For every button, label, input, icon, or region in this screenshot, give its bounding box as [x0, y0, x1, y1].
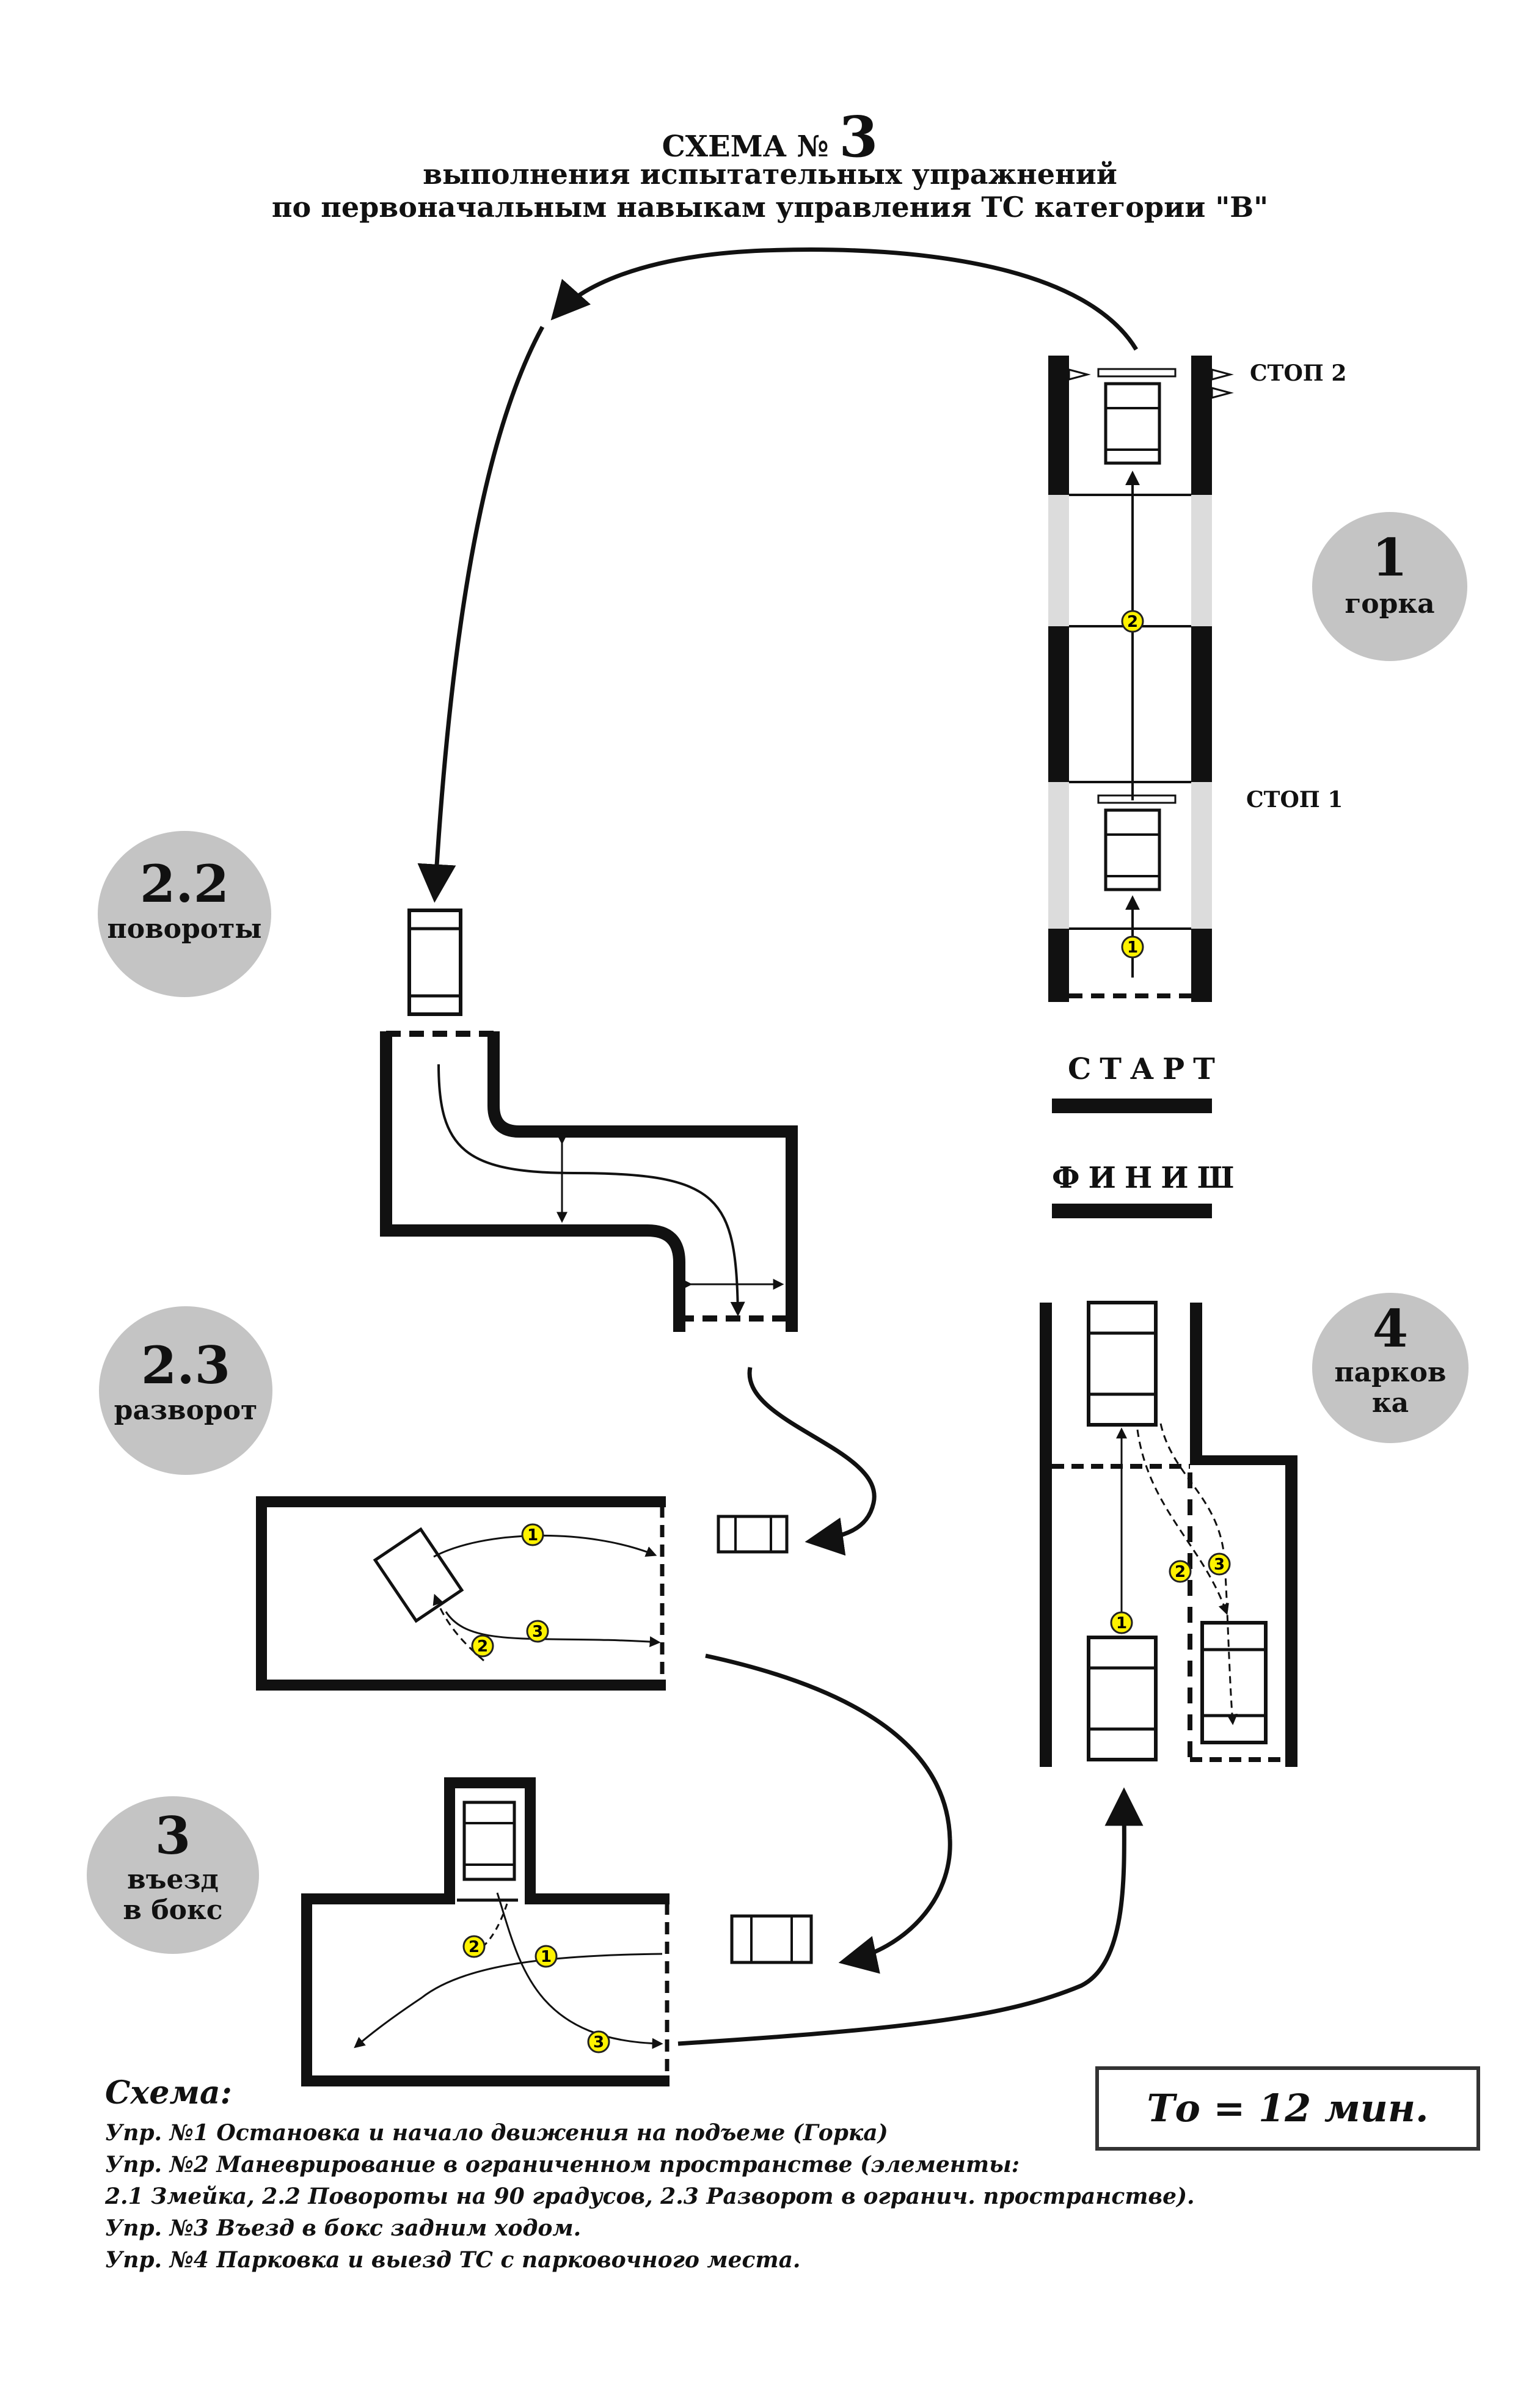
- badge-label: горка: [1345, 588, 1435, 620]
- waypoint-label: 1: [1116, 1614, 1127, 1633]
- turns-track: [380, 909, 798, 1332]
- finish-line: [1052, 1204, 1212, 1218]
- scheme-title-prefix: СХЕМА №: [662, 130, 829, 164]
- waypoint-marker: [1121, 935, 1144, 959]
- route-arrow: [677, 1787, 1144, 2046]
- badge-label: въезд: [127, 1864, 219, 1895]
- uturn-track: [256, 1496, 789, 1691]
- start-line: [1052, 1099, 1212, 1113]
- waypoint-marker: [462, 1935, 486, 1958]
- exercise-badge-1: 1 горка: [1312, 512, 1467, 661]
- waypoint-marker: [1169, 1560, 1192, 1583]
- badge-label: разворот: [114, 1395, 258, 1426]
- route-arrow: [705, 1653, 952, 1974]
- legend-item: Упр. №1 Остановка и начало движения на п…: [105, 2120, 888, 2146]
- waypoint-label: 3: [532, 1623, 543, 1641]
- waypoint-markers: 2 1 1 2 3 1 2 3 1 2 3: [462, 610, 1231, 2053]
- waypoint-label: 2: [469, 1938, 480, 1956]
- waypoint-marker: [1121, 610, 1144, 633]
- legend-item: 2.1 Змейка, 2.2 Повороты на 90 градусов,…: [105, 2184, 1195, 2209]
- parking-track: [1040, 1301, 1297, 1767]
- waypoint-marker: [1110, 1611, 1133, 1634]
- waypoint-marker: [526, 1620, 549, 1643]
- waypoint-label: 3: [1214, 1556, 1225, 1574]
- waypoint-label: 1: [527, 1526, 538, 1545]
- badge-label: повороты: [107, 913, 262, 945]
- waypoint-marker: [1208, 1552, 1231, 1576]
- exercise-badge-2-3: 2.3 разворот: [99, 1306, 272, 1475]
- badge-number: 2.3: [140, 1335, 231, 1395]
- route-arrow: [550, 247, 1138, 351]
- scheme-title: СХЕМА № 3: [0, 104, 1540, 170]
- waypoint-label: 3: [593, 2033, 604, 2052]
- exercise-badge-4: 4 парков ка: [1312, 1293, 1469, 1443]
- time-limit-box: Tо = 12 мин.: [1095, 2066, 1480, 2151]
- scheme-subtitle-line2: по первоначальным навыкам управления ТС …: [271, 191, 1269, 224]
- badge-number: 3: [155, 1805, 191, 1866]
- finish-label: ФИНИШ: [1052, 1161, 1243, 1195]
- legend-item: Упр. №3 Въезд в бокс задним ходом.: [105, 2215, 582, 2241]
- box-track: [301, 1777, 813, 2086]
- waypoint-label: 2: [477, 1637, 488, 1656]
- badge-label: в бокс: [123, 1895, 223, 1926]
- waypoint-marker: [521, 1523, 544, 1546]
- hill-track: [1048, 356, 1234, 1002]
- badge-label: парков: [1334, 1357, 1447, 1388]
- waypoint-marker: [535, 1945, 558, 1968]
- waypoint-label: 1: [541, 1948, 552, 1966]
- badge-number: 1: [1371, 527, 1408, 588]
- badge-number: 4: [1372, 1298, 1409, 1359]
- legend-heading: Схема:: [105, 2074, 232, 2112]
- waypoint-label: 1: [1127, 938, 1138, 957]
- route-arrow: [417, 326, 545, 903]
- start-label: СТАРТ: [1068, 1052, 1224, 1086]
- legend-item: Упр. №2 Маневрирование в ограниченном пр…: [105, 2152, 1020, 2177]
- stop2-label: СТОП 2: [1250, 360, 1347, 386]
- waypoint-label: 2: [1127, 613, 1138, 631]
- stop1-label: СТОП 1: [1246, 787, 1343, 813]
- scheme-subtitle-line1: выполнения испытательных упражнений: [423, 158, 1117, 191]
- legend-item: Упр. №4 Парковка и выезд ТС с парковочно…: [105, 2247, 801, 2273]
- exercise-badge-2-2: 2.2 повороты: [98, 831, 271, 997]
- badge-label: ка: [1371, 1388, 1409, 1419]
- exercise-badge-3: 3 въезд в бокс: [87, 1796, 259, 1954]
- badge-number: 2.2: [139, 854, 230, 914]
- waypoint-marker: [587, 2030, 610, 2053]
- waypoint-label: 2: [1175, 1563, 1186, 1581]
- scheme-title-number: 3: [839, 104, 878, 170]
- waypoint-marker: [471, 1634, 494, 1658]
- route-arrow: [747, 1367, 877, 1556]
